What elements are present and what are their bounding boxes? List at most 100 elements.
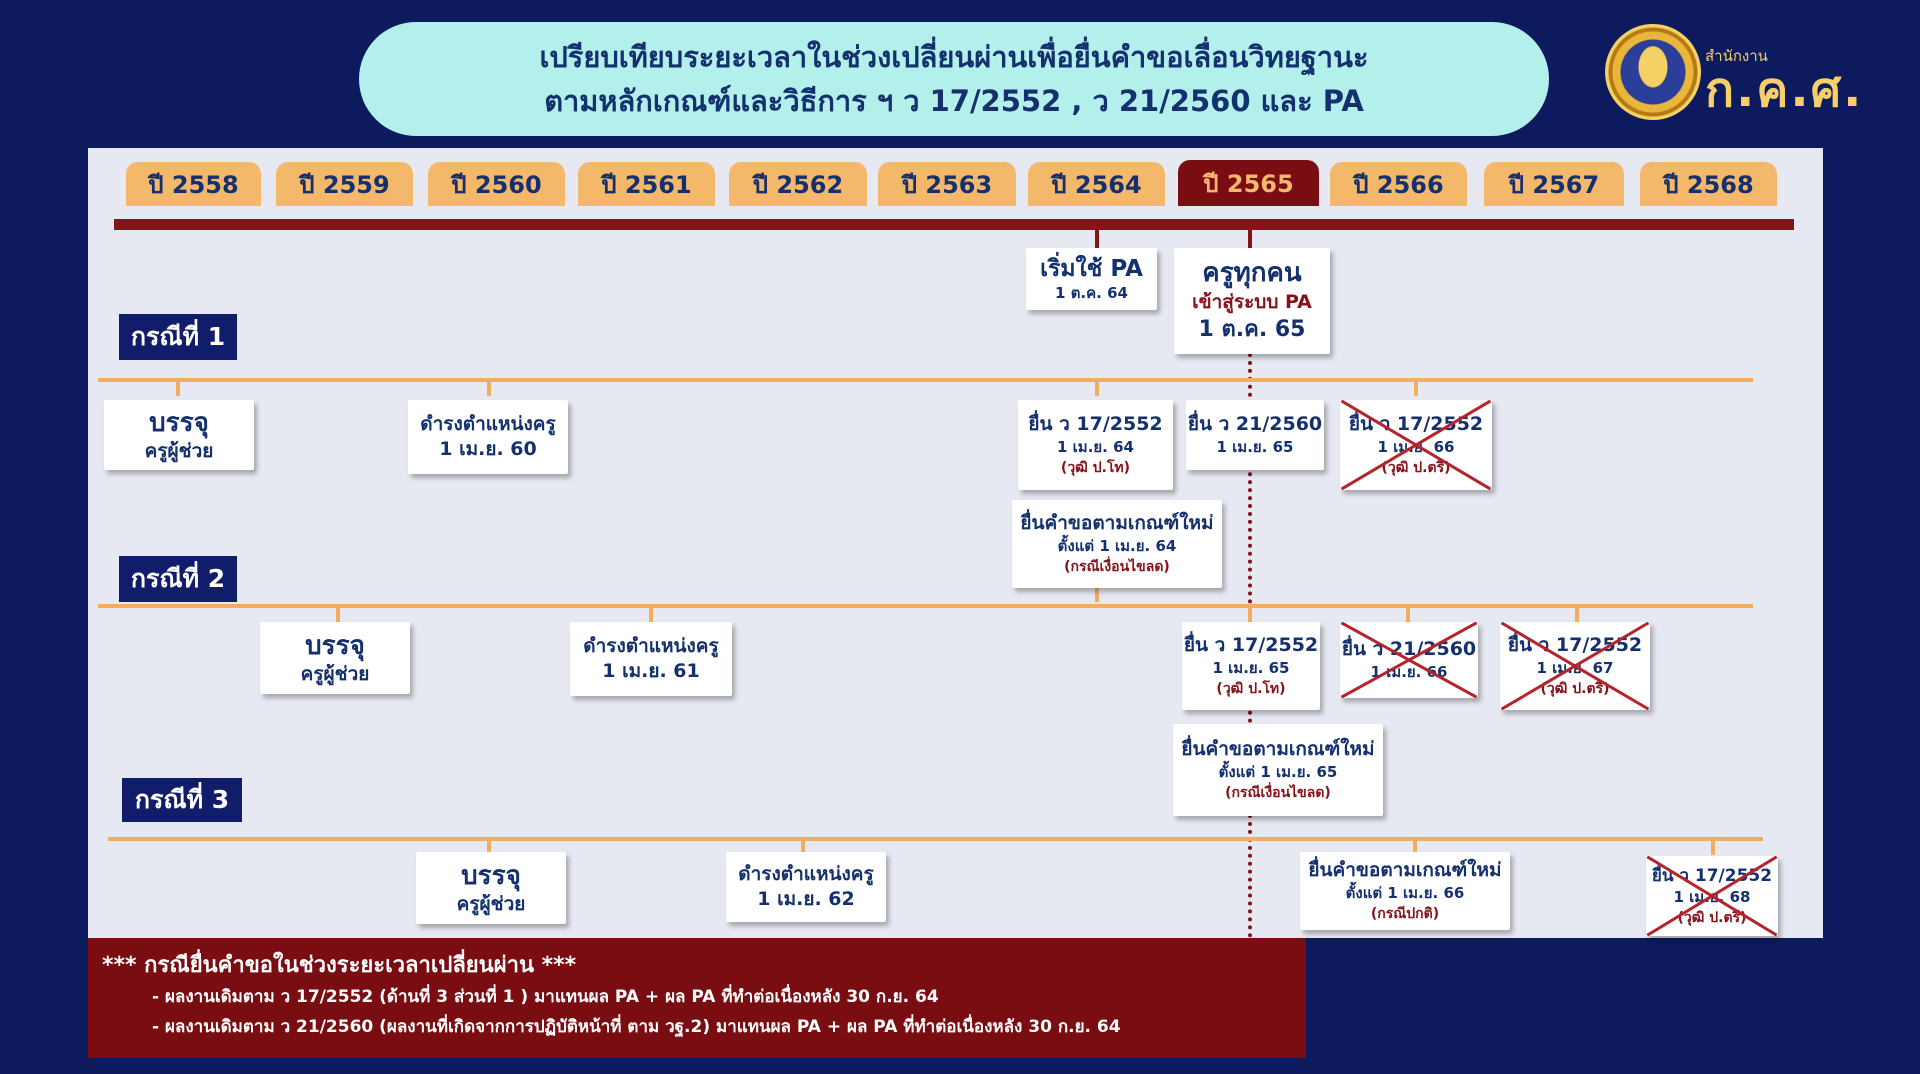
okhs-logo: สำนักงาน ก.ค.ศ. xyxy=(1605,24,1861,124)
card-title: ยื่น ว 17/2552 xyxy=(1651,865,1773,886)
title-line-2: ตามหลักเกณฑ์และวิธีการ ฯ ว 17/2552 , ว 2… xyxy=(544,84,1364,118)
case-1-new-criteria-card: ยื่นคำขอตามเกณฑ์ใหม่ ตั้งแต่ 1 เม.ย. 64 … xyxy=(1012,500,1222,588)
card-title: ยื่น ว 21/2560 xyxy=(1187,413,1323,435)
year-tab-2560: ปี 2560 xyxy=(428,162,565,206)
card-title: บรรจุ xyxy=(305,630,365,661)
card-date: 1 เม.ย. 62 xyxy=(757,888,855,910)
card-date: 1 เม.ย. 65 xyxy=(1216,438,1294,456)
case-1-label: กรณีที่ 1 xyxy=(119,314,237,360)
case-2-teacher-position-card: ดำรงตำแหน่งครู 1 เม.ย. 61 xyxy=(570,622,732,696)
pa-start-date: 1 ต.ค. 64 xyxy=(1055,283,1128,302)
case-2-tick xyxy=(1575,608,1579,622)
case-1-tick xyxy=(487,382,491,396)
card-note: (วุฒิ ป.โท) xyxy=(1216,681,1286,697)
card-date: 1 เม.ย. 60 xyxy=(439,438,537,460)
card-note: (วุฒิ ป.ตรี) xyxy=(1540,681,1610,697)
case-3-submit-w17-bachelor-card-crossed: ยื่น ว 17/2552 1 เม.ย. 68 (วุฒิ ป.ตรี) xyxy=(1646,856,1778,936)
cross-out-icon xyxy=(1340,622,1478,698)
card-subtitle: ครูผู้ช่วย xyxy=(300,662,370,685)
year-tab-2558: ปี 2558 xyxy=(126,162,261,206)
case-3-teacher-position-card: ดำรงตำแหน่งครู 1 เม.ย. 62 xyxy=(726,852,886,922)
case-2-tick xyxy=(336,608,340,622)
case-1-line xyxy=(98,378,1753,382)
case-3-tick xyxy=(1413,841,1417,855)
card-date: ตั้งแต่ 1 เม.ย. 64 xyxy=(1057,537,1177,555)
all-teachers-subtitle: เข้าสู่ระบบ PA xyxy=(1192,291,1312,313)
card-title: บรรจุ xyxy=(461,860,521,891)
case-2-tick xyxy=(649,608,653,622)
case-3-label: กรณีที่ 3 xyxy=(122,778,242,822)
card-date: 1 เม.ย. 66 xyxy=(1377,438,1455,456)
card-note: (กรณีเงื่อนไขลด) xyxy=(1225,785,1331,801)
case-1-tick xyxy=(1095,382,1099,396)
pa-start-card: เริ่มใช้ PA 1 ต.ค. 64 xyxy=(1026,248,1157,310)
case-2-label: กรณีที่ 2 xyxy=(119,556,237,602)
case-2-submit-w21-card-crossed: ยื่น ว 21/2560 1 เม.ย. 66 xyxy=(1340,622,1478,698)
card-note: (วุฒิ ป.โท) xyxy=(1060,460,1131,476)
year-tab-2566: ปี 2566 xyxy=(1330,162,1467,206)
cross-out-icon xyxy=(1646,856,1778,936)
year-tab-2565-active: ปี 2565 xyxy=(1178,160,1319,206)
card-title: ยื่น ว 17/2552 xyxy=(1348,413,1484,435)
card-date: 1 เม.ย. 67 xyxy=(1536,659,1614,677)
note-title: *** กรณียื่นคำขอในช่วงระยะเวลาเปลี่ยนผ่า… xyxy=(102,953,577,978)
cross-out-icon xyxy=(1340,400,1492,490)
case-3-tick xyxy=(487,841,491,855)
card-title: ยื่นคำขอตามเกณฑ์ใหม่ xyxy=(1308,859,1502,881)
all-teachers-title: ครูทุกคน xyxy=(1202,258,1302,288)
year-tab-2564: ปี 2564 xyxy=(1028,162,1165,206)
case-2-tick xyxy=(1406,608,1410,622)
all-teachers-card: ครูทุกคน เข้าสู่ระบบ PA 1 ต.ค. 65 xyxy=(1174,248,1330,354)
card-subtitle: ครูผู้ช่วย xyxy=(456,892,526,915)
card-title: ยื่น ว 17/2552 xyxy=(1507,634,1643,656)
case-1-appointed-card: บรรจุ ครูผู้ช่วย xyxy=(104,400,254,470)
case-2-appointed-card: บรรจุ ครูผู้ช่วย xyxy=(260,622,410,694)
card-title: ยื่น ว 17/2552 xyxy=(1028,413,1163,435)
timeline-panel: ปี 2558 ปี 2559 ปี 2560 ปี 2561 ปี 2562 … xyxy=(88,148,1823,938)
cross-out-icon xyxy=(1500,622,1650,710)
year-tab-2562: ปี 2562 xyxy=(729,162,867,206)
card-title: ยื่น ว 17/2552 xyxy=(1183,634,1319,656)
year-tab-2563: ปี 2563 xyxy=(878,162,1016,206)
case-3-tick xyxy=(1711,841,1715,855)
case-2-submit-w17-bachelor-card-crossed: ยื่น ว 17/2552 1 เม.ย. 67 (วุฒิ ป.ตรี) xyxy=(1500,622,1650,710)
case-1-submit-w17-masters-card: ยื่น ว 17/2552 1 เม.ย. 64 (วุฒิ ป.โท) xyxy=(1018,400,1173,490)
card-title: ดำรงตำแหน่งครู xyxy=(583,635,719,657)
logo-name-text: ก.ค.ศ. xyxy=(1705,62,1864,118)
card-note: (วุฒิ ป.ตรี) xyxy=(1381,460,1451,476)
case-3-appointed-card: บรรจุ ครูผู้ช่วย xyxy=(416,852,566,924)
case-2-line xyxy=(98,604,1753,608)
card-date: ตั้งแต่ 1 เม.ย. 66 xyxy=(1345,884,1465,902)
year-tab-2567: ปี 2567 xyxy=(1484,162,1624,206)
card-date: 1 เม.ย. 64 xyxy=(1057,438,1134,456)
card-date: ตั้งแต่ 1 เม.ย. 65 xyxy=(1218,763,1338,781)
case-1-tick xyxy=(1414,382,1418,396)
card-title: ยื่นคำขอตามเกณฑ์ใหม่ xyxy=(1181,738,1375,760)
case-2-tick xyxy=(1248,608,1252,622)
pa-start-connector xyxy=(1095,228,1099,250)
title-banner: เปรียบเทียบระยะเวลาในช่วงเปลี่ยนผ่านเพื่… xyxy=(359,22,1549,136)
year-tab-2561: ปี 2561 xyxy=(578,162,715,206)
note-line-1: - ผลงานเดิมตาม ว 17/2552 (ด้านที่ 3 ส่วน… xyxy=(152,987,939,1007)
title-line-1: เปรียบเทียบระยะเวลาในช่วงเปลี่ยนผ่านเพื่… xyxy=(539,40,1369,74)
transition-note-box: *** กรณียื่นคำขอในช่วงระยะเวลาเปลี่ยนผ่า… xyxy=(88,938,1306,1058)
case-2-new-criteria-card: ยื่นคำขอตามเกณฑ์ใหม่ ตั้งแต่ 1 เม.ย. 65 … xyxy=(1173,724,1383,816)
year-tab-2568: ปี 2568 xyxy=(1640,162,1777,206)
case-1-teacher-position-card: ดำรงตำแหน่งครู 1 เม.ย. 60 xyxy=(408,400,568,474)
card-note: (กรณีปกติ) xyxy=(1370,906,1440,922)
case-3-tick xyxy=(801,841,805,855)
year-timeline-bar xyxy=(114,219,1794,230)
card-date: 1 เม.ย. 61 xyxy=(602,660,700,682)
card-title: ดำรงตำแหน่งครู xyxy=(420,413,556,435)
year-tab-2559: ปี 2559 xyxy=(276,162,413,206)
card-title: บรรจุ xyxy=(149,407,209,438)
card-date: 1 เม.ย. 65 xyxy=(1212,659,1290,677)
all-teachers-date: 1 ต.ค. 65 xyxy=(1198,317,1306,342)
card-subtitle: ครูผู้ช่วย xyxy=(144,439,214,462)
card-date: 1 เม.ย. 66 xyxy=(1370,663,1448,681)
logo-office-text: สำนักงาน xyxy=(1705,47,1768,65)
case-1-submit-w21-card: ยื่น ว 21/2560 1 เม.ย. 65 xyxy=(1186,400,1324,470)
card-title: ยื่นคำขอตามเกณฑ์ใหม่ xyxy=(1020,512,1214,534)
seal-emblem-icon xyxy=(1605,24,1701,120)
all-teachers-connector xyxy=(1248,228,1252,250)
